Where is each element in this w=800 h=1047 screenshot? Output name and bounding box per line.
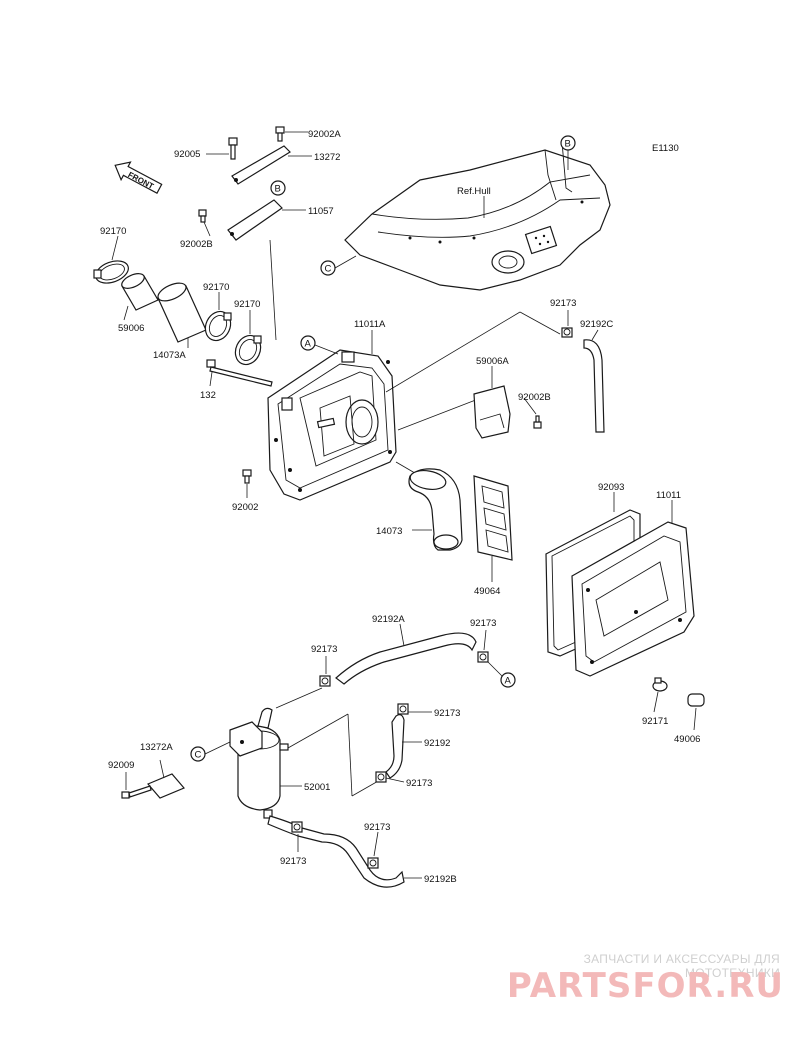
label-92002: 92002 <box>232 502 258 513</box>
label-14073A: 14073A <box>153 350 186 361</box>
bolt-92002B-top <box>198 209 207 223</box>
cap-49006 <box>687 693 705 707</box>
screen-49064 <box>473 475 513 561</box>
bolt-92002A <box>275 126 285 142</box>
label-132: 132 <box>200 390 216 401</box>
hull-reference <box>344 141 611 291</box>
diagram-code: E1130 <box>652 143 679 154</box>
label-92173-top: 92173 <box>550 298 576 309</box>
label-92170-b: 92170 <box>203 282 229 293</box>
tank-52001 <box>229 707 289 819</box>
hose-92192B <box>267 815 405 888</box>
clip-92173-top <box>561 327 573 338</box>
label-11011: 11011 <box>656 490 681 501</box>
label-92170-c: 92170 <box>234 299 260 310</box>
label-92093: 92093 <box>598 482 624 493</box>
watermark-tagline: ЗАПЧАСТИ И АКСЕССУАРЫ ДЛЯ МОТОТЕХНИКИ <box>583 952 780 980</box>
ref-b-top: B <box>560 135 576 151</box>
ref-b-bracket: B <box>270 180 286 196</box>
clamp-92171 <box>652 677 668 692</box>
label-92005: 92005 <box>174 149 200 160</box>
label-92171: 92171 <box>642 716 668 727</box>
label-92192B: 92192B <box>424 874 457 885</box>
svg-text:A: A <box>505 676 512 687</box>
clip-92173-b1 <box>291 821 303 833</box>
tube-14073A <box>157 282 207 343</box>
hose-92192C <box>583 339 605 433</box>
ref-hull-label: Ref.Hull <box>457 186 491 197</box>
clip-92173-r1 <box>477 651 489 663</box>
bracket-11057 <box>227 199 283 241</box>
label-92009: 92009 <box>108 760 134 771</box>
clip-92173-m1 <box>397 703 409 715</box>
front-arrow-icon: FRONT <box>114 161 163 194</box>
clamp-92170-right <box>234 334 262 366</box>
bracket-13272 <box>231 145 291 185</box>
hose-92192 <box>385 714 405 779</box>
clip-92173-m2 <box>375 771 387 783</box>
label-13272A: 13272A <box>140 742 173 753</box>
label-92192A: 92192A <box>372 614 405 625</box>
air-case-11011A <box>267 349 397 501</box>
label-11011A: 11011A <box>354 319 386 330</box>
label-11057: 11057 <box>308 206 334 217</box>
boot-59006 <box>121 273 159 311</box>
watermark-logo: PARTSFOR.RU <box>506 966 784 1006</box>
label-92002A: 92002A <box>308 129 341 140</box>
label-92173-b1: 92173 <box>280 856 306 867</box>
clip-92173-l1 <box>319 675 331 687</box>
ref-c-hull: C <box>320 260 336 276</box>
bolt-92009 <box>121 785 152 799</box>
clip-92173-b2 <box>367 857 379 869</box>
bolt-92005 <box>228 137 238 160</box>
ref-a-hose: A <box>500 672 516 688</box>
label-59006A: 59006A <box>476 356 509 367</box>
clamp-92170-left <box>93 260 129 284</box>
label-92192: 92192 <box>424 738 450 749</box>
ref-a-case: A <box>300 335 316 351</box>
label-92173-b2: 92173 <box>364 822 390 833</box>
svg-text:B: B <box>565 139 571 150</box>
svg-text:C: C <box>325 264 332 275</box>
cover-59006A <box>473 385 511 439</box>
label-92192C: 92192C <box>580 319 613 330</box>
svg-text:A: A <box>305 339 312 350</box>
label-92170-a: 92170 <box>100 226 126 237</box>
label-14073: 14073 <box>376 526 402 537</box>
clamp-92170-mid <box>204 310 232 342</box>
svg-text:B: B <box>275 184 281 195</box>
label-92002B-mid: 92002B <box>518 392 551 403</box>
label-59006: 59006 <box>118 323 144 334</box>
label-92173-m1: 92173 <box>434 708 460 719</box>
cover-11011 <box>571 521 695 677</box>
label-49064: 49064 <box>474 586 500 597</box>
duct-14073 <box>408 468 463 551</box>
label-92173-m2: 92173 <box>406 778 432 789</box>
svg-text:C: C <box>195 750 202 761</box>
label-49006: 49006 <box>674 734 700 745</box>
label-13272: 13272 <box>314 152 340 163</box>
bolt-92002 <box>242 469 252 484</box>
label-92173-r1: 92173 <box>470 618 496 629</box>
label-92002B-top: 92002B <box>180 239 213 250</box>
bolt-132 <box>206 359 273 387</box>
bracket-13272A <box>147 773 185 799</box>
hose-92192A <box>335 632 477 685</box>
ref-c-tank: C <box>190 746 206 762</box>
bolt-92002B-mid <box>533 415 542 429</box>
label-92173-l1: 92173 <box>311 644 337 655</box>
label-52001: 52001 <box>304 782 330 793</box>
